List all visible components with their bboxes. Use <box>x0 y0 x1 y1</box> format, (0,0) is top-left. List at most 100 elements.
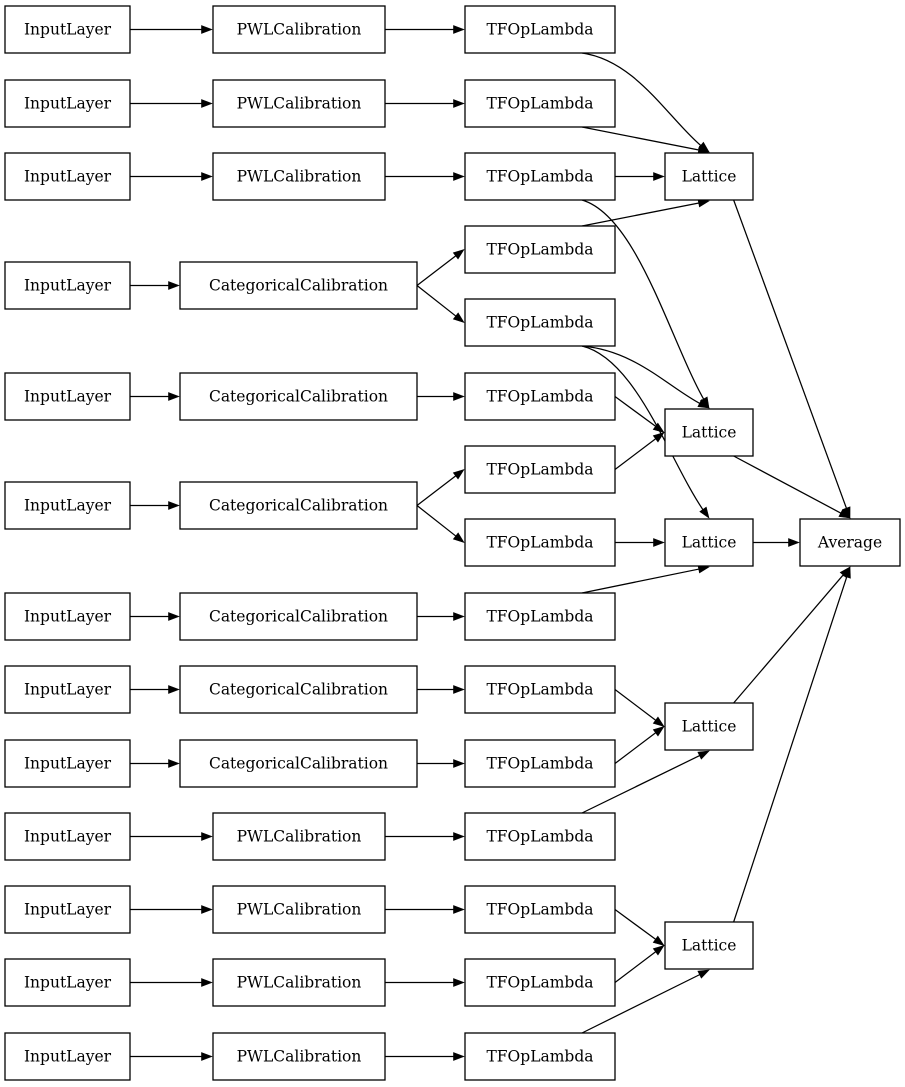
node-categoricalcalibration-cal7[interactable]: CategoricalCalibration <box>179 592 418 641</box>
node-rect[interactable] <box>664 702 754 751</box>
node-rect[interactable] <box>212 152 386 201</box>
node-categoricalcalibration-cal8[interactable]: CategoricalCalibration <box>179 665 418 714</box>
node-rect[interactable] <box>464 152 616 201</box>
node-tfoplambda-lam2[interactable]: TFOpLambda <box>464 79 616 128</box>
node-inputlayer-in5[interactable]: InputLayer <box>4 372 131 421</box>
node-pwlcalibration-cal2[interactable]: PWLCalibration <box>212 79 386 128</box>
node-pwlcalibration-cal1[interactable]: PWLCalibration <box>212 5 386 54</box>
node-rect[interactable] <box>4 885 131 934</box>
node-inputlayer-in4[interactable]: InputLayer <box>4 261 131 310</box>
node-average-avg[interactable]: Average <box>799 518 901 567</box>
node-pwlcalibration-cal10[interactable]: PWLCalibration <box>212 812 386 861</box>
node-tfoplambda-lam6[interactable]: TFOpLambda <box>464 372 616 421</box>
node-rect[interactable] <box>464 5 616 54</box>
node-inputlayer-in13[interactable]: InputLayer <box>4 1032 131 1081</box>
node-label: InputLayer <box>24 277 112 295</box>
node-inputlayer-in10[interactable]: InputLayer <box>4 812 131 861</box>
node-label: PWLCalibration <box>237 1048 362 1066</box>
node-tfoplambda-lam13[interactable]: TFOpLambda <box>464 885 616 934</box>
node-lattice-lat1[interactable]: Lattice <box>664 152 754 201</box>
node-rect[interactable] <box>4 372 131 421</box>
node-tfoplambda-lam7[interactable]: TFOpLambda <box>464 445 616 494</box>
node-inputlayer-in1[interactable]: InputLayer <box>4 5 131 54</box>
node-rect[interactable] <box>464 739 616 788</box>
node-rect[interactable] <box>179 665 418 714</box>
node-rect[interactable] <box>4 1032 131 1081</box>
node-rect[interactable] <box>464 518 616 567</box>
node-lattice-lat3[interactable]: Lattice <box>664 518 754 567</box>
node-rect[interactable] <box>664 921 754 970</box>
node-rect[interactable] <box>179 739 418 788</box>
node-rect[interactable] <box>4 665 131 714</box>
edge-arrowhead <box>652 716 665 728</box>
node-rect[interactable] <box>179 592 418 641</box>
node-rect[interactable] <box>212 79 386 128</box>
node-tfoplambda-lam8[interactable]: TFOpLambda <box>464 518 616 567</box>
node-tfoplambda-lam5[interactable]: TFOpLambda <box>464 298 616 347</box>
node-rect[interactable] <box>4 958 131 1007</box>
node-inputlayer-in12[interactable]: InputLayer <box>4 958 131 1007</box>
node-categoricalcalibration-cal6[interactable]: CategoricalCalibration <box>179 481 418 530</box>
node-rect[interactable] <box>212 5 386 54</box>
node-rect[interactable] <box>212 885 386 934</box>
node-rect[interactable] <box>4 481 131 530</box>
node-inputlayer-in8[interactable]: InputLayer <box>4 665 131 714</box>
node-rect[interactable] <box>212 1032 386 1081</box>
node-categoricalcalibration-cal9[interactable]: CategoricalCalibration <box>179 739 418 788</box>
node-inputlayer-in9[interactable]: InputLayer <box>4 739 131 788</box>
node-rect[interactable] <box>464 665 616 714</box>
node-label: InputLayer <box>24 21 112 39</box>
node-rect[interactable] <box>464 885 616 934</box>
node-lattice-lat5[interactable]: Lattice <box>664 921 754 970</box>
node-categoricalcalibration-cal5[interactable]: CategoricalCalibration <box>179 372 418 421</box>
node-tfoplambda-lam10[interactable]: TFOpLambda <box>464 665 616 714</box>
node-pwlcalibration-cal13[interactable]: PWLCalibration <box>212 1032 386 1081</box>
node-tfoplambda-lam12[interactable]: TFOpLambda <box>464 812 616 861</box>
edge-arrowhead <box>699 506 710 519</box>
node-rect[interactable] <box>464 445 616 494</box>
node-rect[interactable] <box>4 79 131 128</box>
node-tfoplambda-lam11[interactable]: TFOpLambda <box>464 739 616 788</box>
node-tfoplambda-lam14[interactable]: TFOpLambda <box>464 958 616 1007</box>
node-pwlcalibration-cal11[interactable]: PWLCalibration <box>212 885 386 934</box>
node-rect[interactable] <box>464 225 616 274</box>
node-tfoplambda-lam9[interactable]: TFOpLambda <box>464 592 616 641</box>
node-rect[interactable] <box>4 592 131 641</box>
node-rect[interactable] <box>464 79 616 128</box>
node-rect[interactable] <box>179 261 418 310</box>
node-tfoplambda-lam1[interactable]: TFOpLambda <box>464 5 616 54</box>
node-inputlayer-in3[interactable]: InputLayer <box>4 152 131 201</box>
node-lattice-lat4[interactable]: Lattice <box>664 702 754 751</box>
node-inputlayer-in6[interactable]: InputLayer <box>4 481 131 530</box>
node-rect[interactable] <box>4 261 131 310</box>
node-rect[interactable] <box>464 958 616 1007</box>
node-rect[interactable] <box>212 812 386 861</box>
node-rect[interactable] <box>664 152 754 201</box>
node-rect[interactable] <box>799 518 901 567</box>
node-rect[interactable] <box>4 739 131 788</box>
node-tfoplambda-lam15[interactable]: TFOpLambda <box>464 1032 616 1081</box>
node-rect[interactable] <box>464 812 616 861</box>
node-rect[interactable] <box>4 152 131 201</box>
node-rect[interactable] <box>664 408 754 457</box>
node-rect[interactable] <box>464 1032 616 1081</box>
node-inputlayer-in11[interactable]: InputLayer <box>4 885 131 934</box>
node-inputlayer-in7[interactable]: InputLayer <box>4 592 131 641</box>
node-rect[interactable] <box>4 812 131 861</box>
node-tfoplambda-lam4[interactable]: TFOpLambda <box>464 225 616 274</box>
node-rect[interactable] <box>179 372 418 421</box>
node-rect[interactable] <box>664 518 754 567</box>
node-rect[interactable] <box>4 5 131 54</box>
edge-in13-to-cal13 <box>130 1052 213 1061</box>
node-pwlcalibration-cal3[interactable]: PWLCalibration <box>212 152 386 201</box>
node-categoricalcalibration-cal4[interactable]: CategoricalCalibration <box>179 261 418 310</box>
node-inputlayer-in2[interactable]: InputLayer <box>4 79 131 128</box>
node-lattice-lat2[interactable]: Lattice <box>664 408 754 457</box>
node-rect[interactable] <box>464 372 616 421</box>
node-rect[interactable] <box>464 298 616 347</box>
node-rect[interactable] <box>464 592 616 641</box>
node-rect[interactable] <box>212 958 386 1007</box>
node-pwlcalibration-cal12[interactable]: PWLCalibration <box>212 958 386 1007</box>
node-tfoplambda-lam3[interactable]: TFOpLambda <box>464 152 616 201</box>
node-rect[interactable] <box>179 481 418 530</box>
